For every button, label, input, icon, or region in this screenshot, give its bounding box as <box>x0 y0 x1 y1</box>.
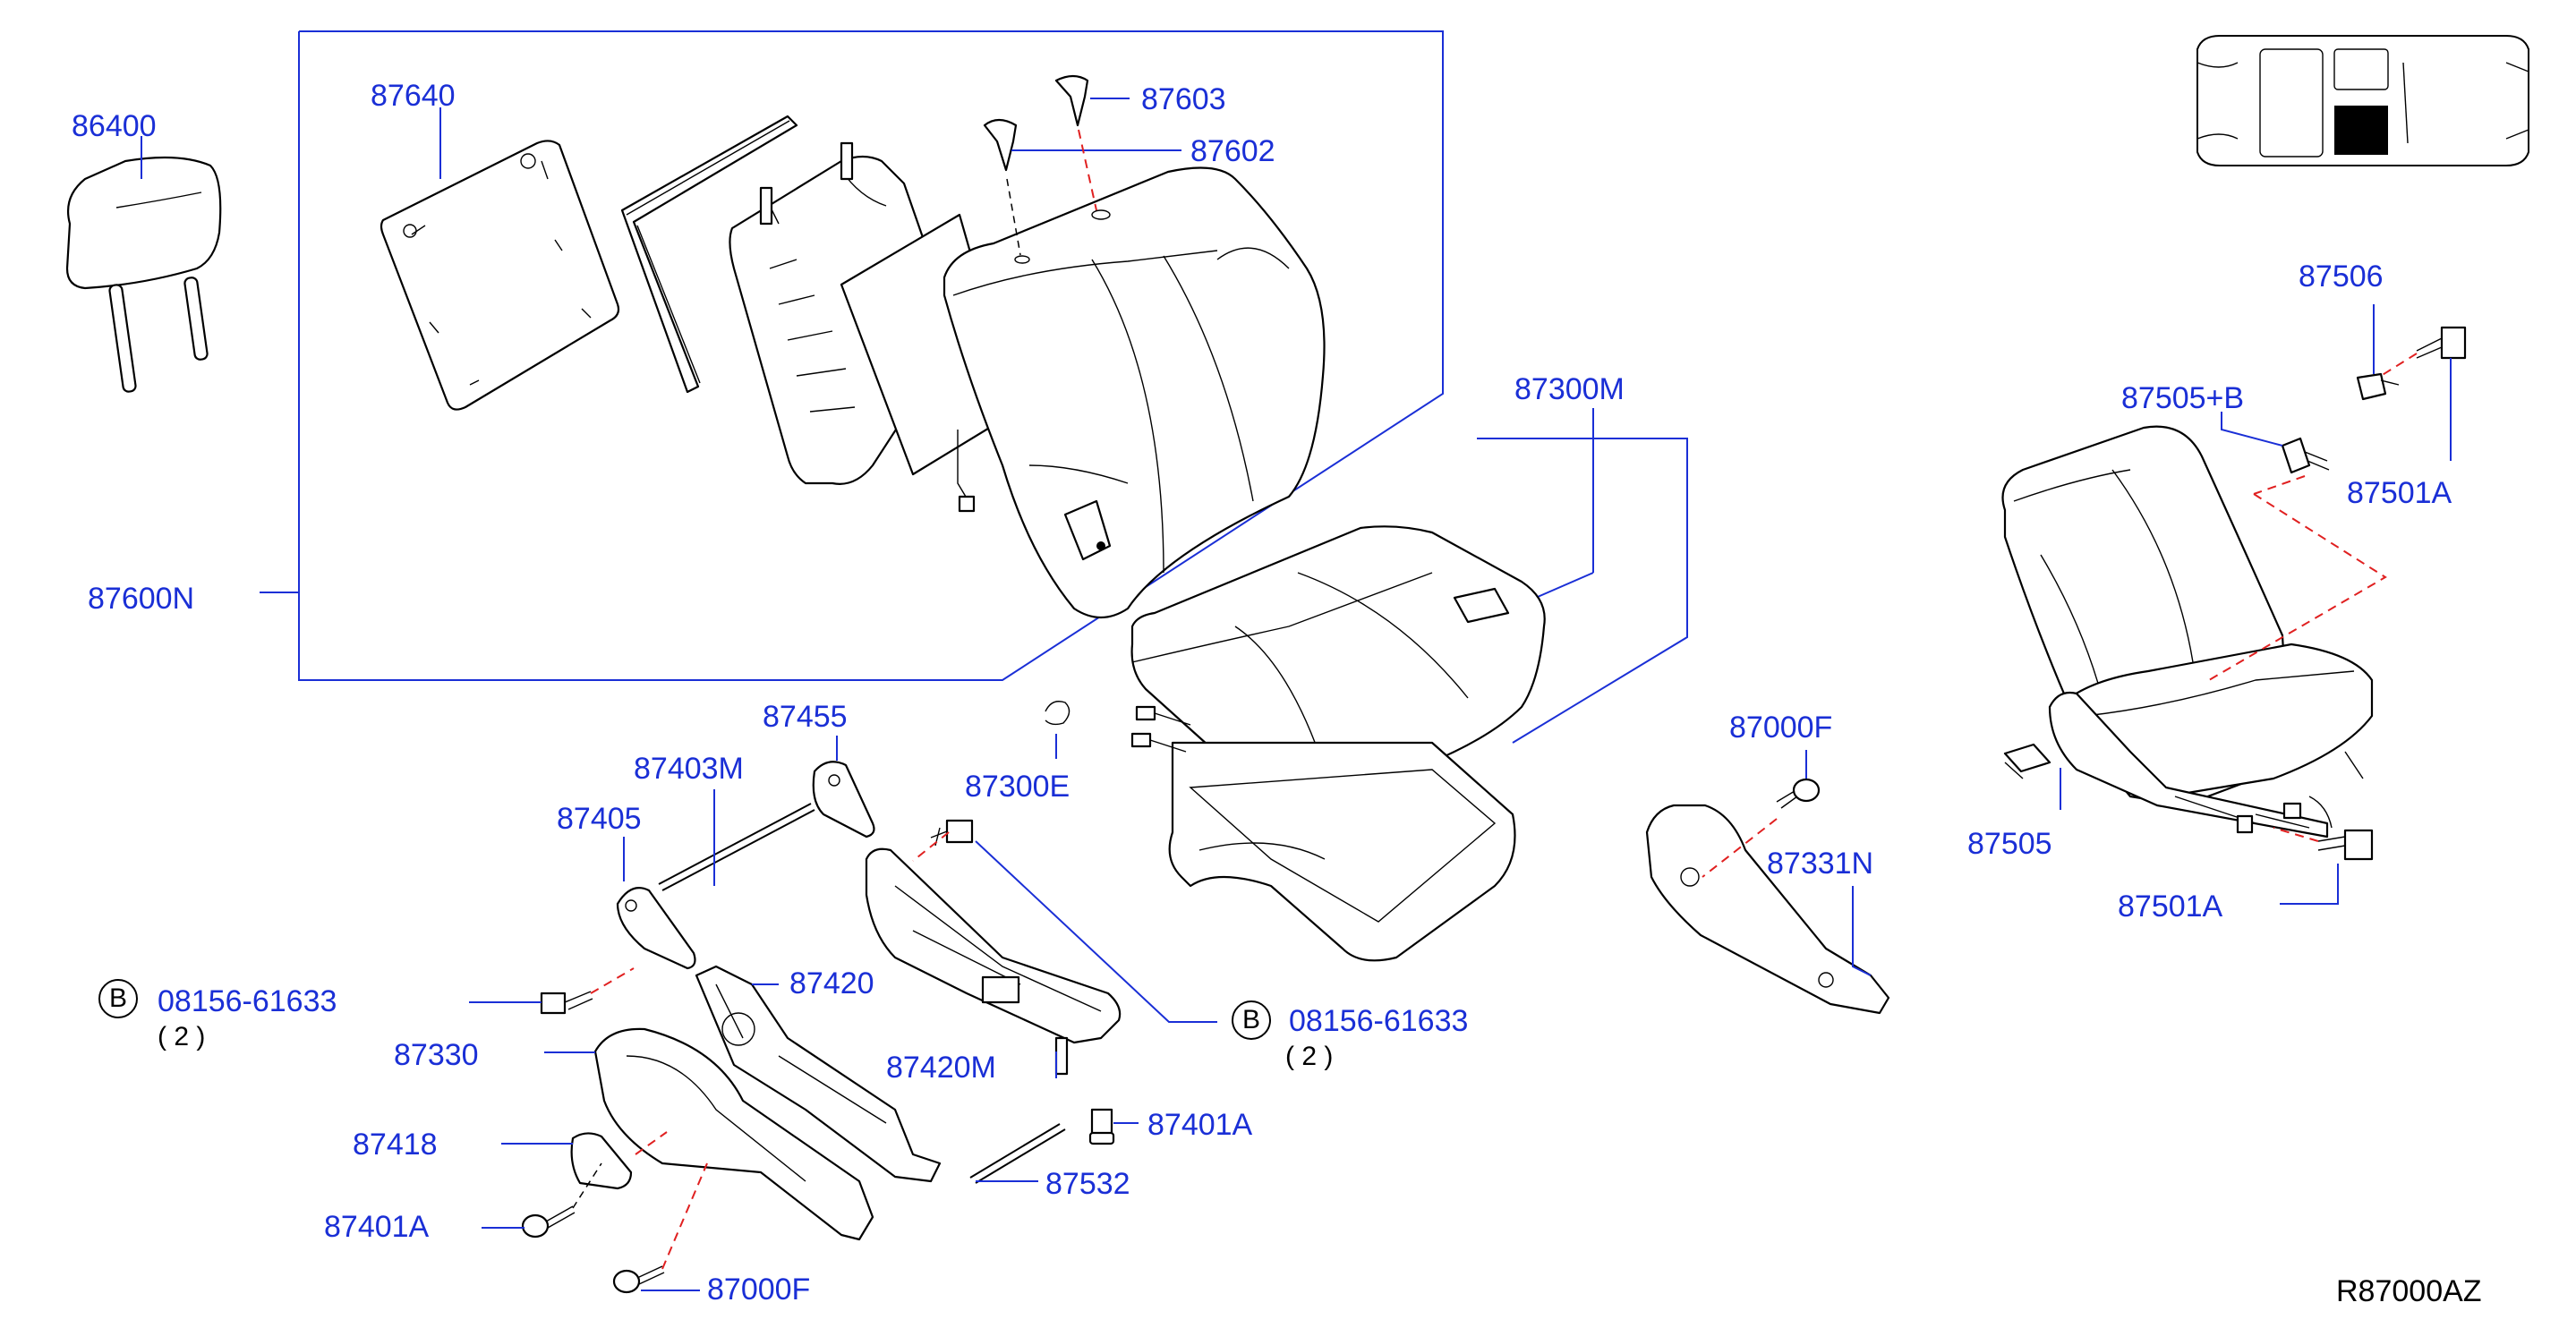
label-87505: 87505 <box>1967 827 2052 861</box>
label-87505b: 87505+B <box>2121 381 2245 415</box>
clip-87506-icon <box>2356 372 2400 401</box>
label-87420m: 87420M <box>886 1051 996 1085</box>
vehicle-top-view-icon <box>2196 35 2529 166</box>
label-87506: 87506 <box>2299 260 2384 294</box>
bolt-marker-right: B <box>1232 1000 1271 1040</box>
ring-87300e-icon <box>1045 701 1070 726</box>
wire-87532-icon <box>969 1123 1066 1184</box>
label-87000f-bottom: 87000F <box>707 1273 811 1307</box>
clip-87602-icon <box>983 118 1018 172</box>
label-87330: 87330 <box>394 1038 479 1072</box>
complete-seat-icon <box>2001 425 2374 839</box>
label-87401a-mid: 87401A <box>1147 1108 1253 1142</box>
bolt-87501a-top-icon <box>2416 326 2467 360</box>
quantity-right: ( 2 ) <box>1285 1042 1334 1071</box>
seatback-cushion-icon <box>943 166 1326 618</box>
recliner-lever-87455-icon <box>812 761 875 839</box>
recliner-87420-icon <box>695 965 942 1183</box>
label-87603: 87603 <box>1141 82 1226 116</box>
screw-87000f-bottom-icon <box>612 1265 665 1294</box>
seatback-panel-icon <box>380 140 620 411</box>
screw-87401a-left-icon <box>521 1205 576 1239</box>
label-86400: 86400 <box>72 109 157 143</box>
seat-cushion-bracket <box>1477 438 1688 744</box>
label-87532: 87532 <box>1045 1167 1130 1201</box>
bracket-87505-icon <box>2003 743 2051 779</box>
seat-cushion-icon <box>1130 525 1546 962</box>
label-87455: 87455 <box>763 700 848 734</box>
label-87300e: 87300E <box>965 770 1070 804</box>
screw-87000f-right-icon <box>1776 778 1821 809</box>
lever-87405-icon <box>616 887 696 970</box>
quantity-left: ( 2 ) <box>158 1022 206 1051</box>
bracket-87418-icon <box>570 1132 633 1190</box>
seatback-assembly-box <box>298 30 1444 681</box>
label-bolt-right: 08156-61633 <box>1289 1004 1469 1038</box>
screw-87401a-mid-icon <box>1088 1108 1115 1145</box>
label-87418: 87418 <box>353 1128 438 1162</box>
rod-87403m-icon <box>658 803 815 891</box>
side-cover-87330-icon <box>593 1027 874 1241</box>
label-87501a-top: 87501A <box>2347 476 2452 510</box>
side-cover-87331n-icon <box>1645 804 1890 1015</box>
label-87403m: 87403M <box>634 752 744 786</box>
bolt-marker-left: B <box>98 979 138 1018</box>
bracket-87505b-icon <box>2281 437 2330 474</box>
label-87501a-right: 87501A <box>2118 890 2223 924</box>
label-bolt-left: 08156-61633 <box>158 984 337 1018</box>
label-87401a-left: 87401A <box>324 1210 430 1244</box>
bolt-87501a-right-icon <box>2317 829 2374 861</box>
label-87300m: 87300M <box>1514 372 1625 406</box>
label-87331n: 87331N <box>1767 847 1874 881</box>
label-87405: 87405 <box>557 802 642 836</box>
label-87420: 87420 <box>789 966 874 1000</box>
bolt-left-icon <box>540 991 593 1015</box>
seatback-board-icon <box>620 115 798 394</box>
label-87000f-right: 87000F <box>1729 711 1833 745</box>
clip-87603-icon <box>1054 74 1089 127</box>
label-87600n: 87600N <box>88 582 195 616</box>
headrest-icon <box>65 156 222 393</box>
label-87640: 87640 <box>371 79 456 113</box>
bolt-center-icon <box>930 819 974 847</box>
label-87602: 87602 <box>1190 134 1275 168</box>
diagram-reference-code: R87000AZ <box>2336 1274 2482 1308</box>
seat-slide-rail-icon <box>865 847 1122 1076</box>
